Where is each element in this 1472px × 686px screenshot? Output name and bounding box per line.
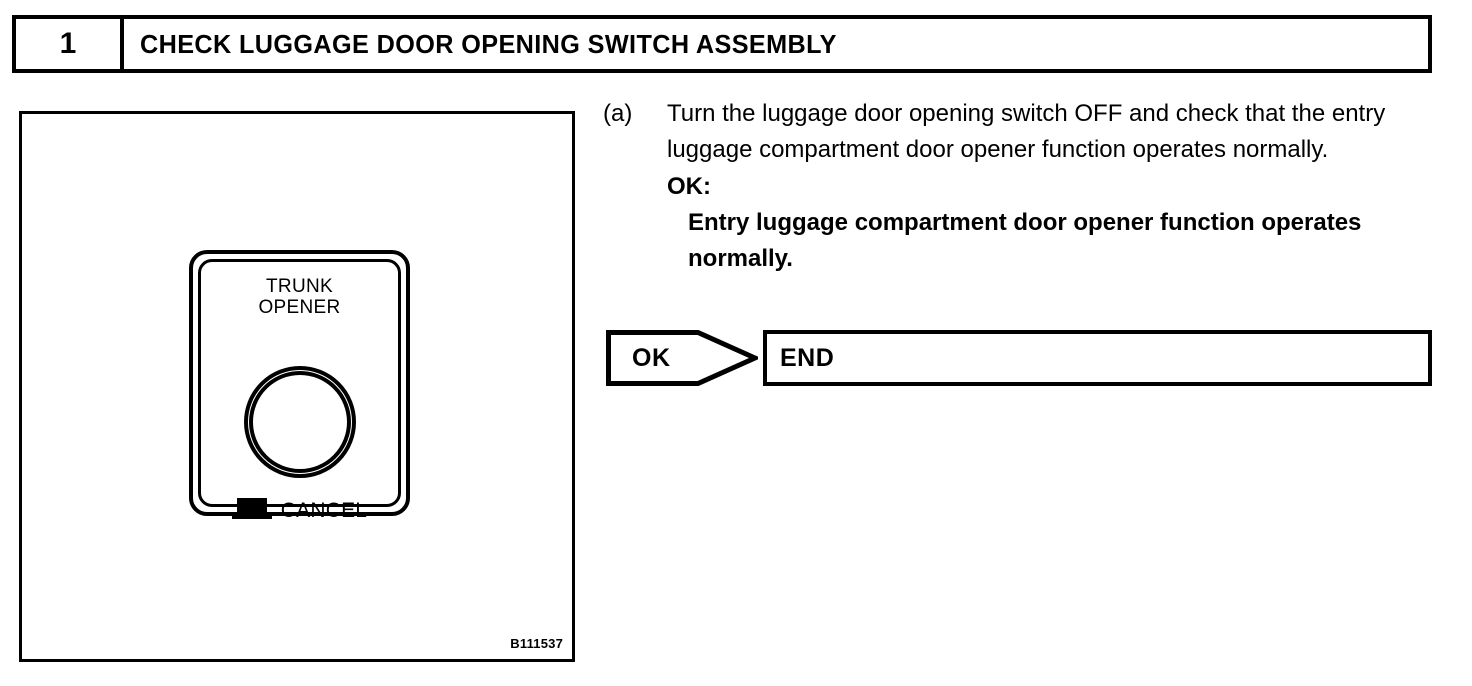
result-flow-row: OK END bbox=[606, 330, 1432, 386]
cancel-key-icon-cap bbox=[236, 498, 267, 514]
step-title: CHECK LUGGAGE DOOR OPENING SWITCH ASSEMB… bbox=[140, 28, 837, 59]
round-push-button-icon-outer-ring bbox=[243, 366, 356, 478]
cancel-label: CANCEL bbox=[280, 499, 368, 522]
end-result-label: END bbox=[780, 343, 835, 372]
ok-condition-criteria: Entry luggage compartment door opener fu… bbox=[688, 209, 1362, 272]
round-push-button-icon-inner-ring bbox=[248, 371, 351, 473]
switch-inner-bezel bbox=[198, 259, 401, 507]
cancel-key-icon-base bbox=[231, 514, 272, 519]
switch-label-line-2: OPENER bbox=[258, 297, 341, 318]
step-number: 1 bbox=[59, 27, 77, 60]
procedure-step-a: (a) Turn the luggage door opening switch… bbox=[603, 96, 1436, 277]
trunk-opener-switch-assembly: TRUNK OPENER CANCEL bbox=[189, 250, 410, 521]
ok-result-label: OK bbox=[632, 343, 671, 372]
cancel-indicator-row: CANCEL bbox=[193, 498, 406, 521]
switch-face-label: TRUNK OPENER bbox=[193, 276, 406, 318]
figure-code: B111537 bbox=[510, 636, 563, 651]
cancel-key-icon bbox=[231, 498, 272, 520]
step-number-cell: 1 bbox=[16, 19, 124, 69]
procedure-step-body: Turn the luggage door opening switch OFF… bbox=[667, 96, 1436, 277]
procedure-step-text: Turn the luggage door opening switch OFF… bbox=[667, 100, 1386, 163]
step-header-bar: 1 CHECK LUGGAGE DOOR OPENING SWITCH ASSE… bbox=[12, 15, 1432, 73]
ok-condition-label: OK: bbox=[667, 173, 711, 200]
ok-result-arrow bbox=[606, 330, 758, 386]
step-title-cell: CHECK LUGGAGE DOOR OPENING SWITCH ASSEMB… bbox=[124, 19, 1428, 69]
end-result-box: END bbox=[763, 330, 1432, 386]
procedure-step-marker: (a) bbox=[603, 100, 633, 127]
illustration-panel: TRUNK OPENER CANCEL B111537 bbox=[19, 111, 575, 662]
switch-label-line-1: TRUNK bbox=[266, 276, 333, 297]
procedure-content: (a) Turn the luggage door opening switch… bbox=[603, 96, 1436, 277]
